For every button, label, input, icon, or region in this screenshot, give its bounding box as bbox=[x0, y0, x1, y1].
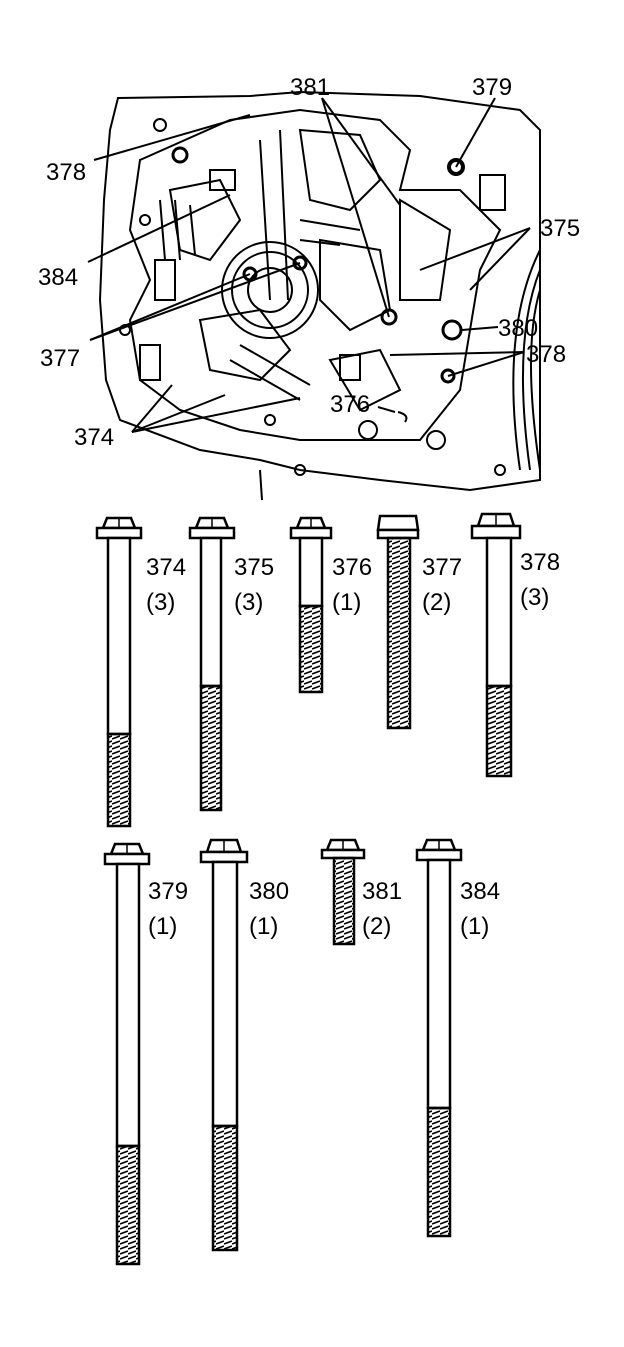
bolt-376: 376 (1) bbox=[289, 516, 372, 694]
assembly-callouts: 378 381 379 375 384 377 380 378 376 374 bbox=[38, 74, 580, 451]
bolt-384-qty: (1) bbox=[460, 913, 489, 940]
bolt-379: 379 (1) bbox=[103, 842, 188, 1266]
bolt-380-number: 380 bbox=[249, 878, 289, 905]
bolt-377: 377 (2) bbox=[376, 514, 462, 730]
callout-380: 380 bbox=[498, 315, 538, 342]
callout-378-top: 378 bbox=[46, 159, 86, 186]
bolt-381-number: 381 bbox=[362, 878, 402, 905]
callout-378-right: 378 bbox=[526, 341, 566, 368]
bolt-374: 374 (3) bbox=[95, 516, 186, 828]
callout-384: 384 bbox=[38, 264, 78, 291]
bolt-380: 380 (1) bbox=[199, 838, 289, 1252]
leader-lines bbox=[87, 97, 531, 433]
bolt-380-qty: (1) bbox=[249, 913, 278, 940]
bolt-384-number: 384 bbox=[460, 878, 500, 905]
callout-375: 375 bbox=[540, 215, 580, 242]
bolt-377-number: 377 bbox=[422, 554, 462, 581]
bolt-376-number: 376 bbox=[332, 554, 372, 581]
bolt-377-qty: (2) bbox=[422, 589, 451, 616]
bolt-chart: 374 (3) 375 (3) 376 (1) 3 bbox=[95, 512, 560, 1266]
bolt-378-number: 378 bbox=[520, 549, 560, 576]
bolt-375-number: 375 bbox=[234, 554, 274, 581]
bolt-379-qty: (1) bbox=[148, 913, 177, 940]
bolt-375: 375 (3) bbox=[188, 516, 274, 812]
bolt-378: 378 (3) bbox=[470, 512, 560, 778]
bolt-379-number: 379 bbox=[148, 878, 188, 905]
callout-381: 381 bbox=[290, 74, 330, 101]
bolt-378-qty: (3) bbox=[520, 584, 549, 611]
callout-379: 379 bbox=[472, 74, 512, 101]
bolt-374-number: 374 bbox=[146, 554, 186, 581]
bolt-375-qty: (3) bbox=[234, 589, 263, 616]
bolt-384: 384 (1) bbox=[415, 838, 500, 1238]
bolt-381: 381 (2) bbox=[320, 838, 402, 946]
callout-374: 374 bbox=[74, 424, 114, 451]
bolt-376-qty: (1) bbox=[332, 589, 361, 616]
bolt-381-qty: (2) bbox=[362, 913, 391, 940]
callout-376: 376 bbox=[330, 391, 370, 418]
bolt-374-qty: (3) bbox=[146, 589, 175, 616]
callout-377: 377 bbox=[40, 345, 80, 372]
valve-body-assembly bbox=[98, 90, 541, 501]
